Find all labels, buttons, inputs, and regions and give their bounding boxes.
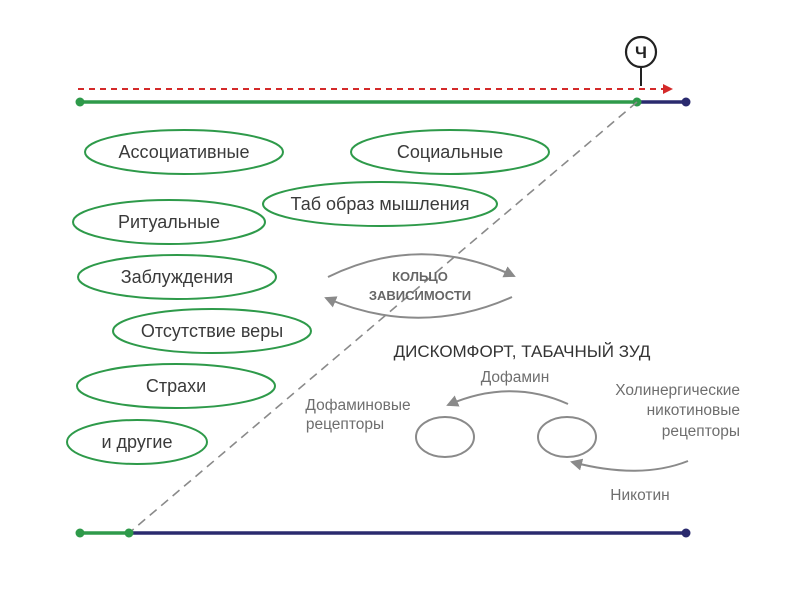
bottom-left-dot	[75, 528, 85, 538]
cycle-arrow-bottom	[324, 296, 513, 319]
discomfort-heading: ДИСКОМФОРТ, ТАБАЧНЫЙ ЗУД	[394, 342, 651, 361]
dopamine-receptors-line2: рецепторы	[306, 416, 384, 433]
category-thinking: Таб образ мышления	[262, 181, 498, 227]
receptor-mechanism: Дофамин Дофаминовые рецепторы Холинергич…	[305, 369, 740, 504]
category-others: и другие	[66, 419, 208, 465]
dopamine-receptors-line1: Дофаминовые	[305, 397, 410, 414]
nicotinic-receptor-circle	[537, 416, 597, 458]
category-label: Страхи	[146, 376, 206, 396]
dopamine-arrow	[446, 390, 569, 407]
nicotine-label: Никотин	[610, 487, 669, 504]
category-label: Заблуждения	[121, 267, 233, 287]
cholinergic-line1: Холинергические	[615, 382, 740, 399]
cycle-arrow-top	[327, 253, 516, 278]
category-label: Ассоциативные	[119, 142, 250, 162]
top-left-dot	[75, 97, 85, 107]
addiction-cycle: КОЛЬЦО ЗАВИСИМОСТИ	[324, 253, 516, 319]
category-label: Ритуальные	[118, 212, 220, 232]
dashed-diagonal	[128, 101, 638, 534]
marker-circle	[624, 35, 658, 69]
cycle-label-line2: ЗАВИСИМОСТИ	[369, 288, 471, 303]
category-fears: Страхи	[76, 363, 276, 409]
category-lack-of-faith: Отсутствие веры	[112, 308, 312, 354]
marker-point: Ч	[624, 35, 658, 86]
category-social: Социальные	[350, 129, 550, 175]
cholinergic-line2: никотиновые	[647, 402, 740, 419]
category-label: Отсутствие веры	[141, 321, 283, 341]
category-associative: Ассоциативные	[84, 129, 284, 175]
top-right-dot	[681, 97, 691, 107]
category-label: и другие	[102, 432, 173, 452]
dopamine-receptor-circle	[415, 416, 475, 458]
cycle-label-line1: КОЛЬЦО	[392, 269, 448, 284]
category-label: Таб образ мышления	[291, 194, 470, 214]
cholinergic-line3: рецепторы	[662, 423, 740, 440]
category-misconceptions: Заблуждения	[77, 254, 277, 300]
nicotine-arrow	[570, 458, 689, 472]
category-ritual: Ритуальные	[72, 199, 266, 245]
category-label: Социальные	[397, 142, 503, 162]
marker-label: Ч	[635, 43, 647, 62]
bottom-junction-dot	[124, 528, 134, 538]
bottom-right-dot	[681, 528, 691, 538]
dopamine-label: Дофамин	[481, 369, 550, 386]
